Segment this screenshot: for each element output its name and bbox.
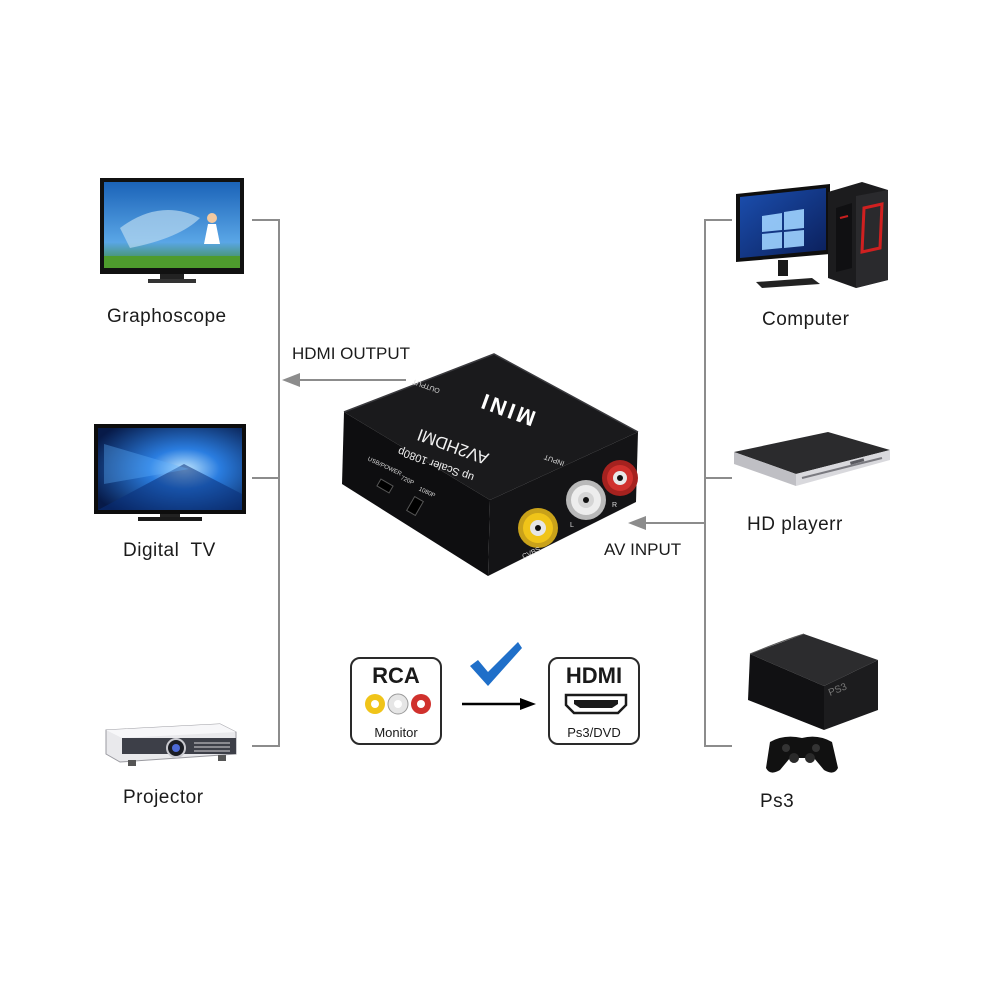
ps3-label: Ps3 [760,791,795,812]
input-bracket [704,219,706,746]
left-arrow-icon [282,370,408,390]
jack-r-label: R [612,502,618,509]
projector-label: Projector [123,787,204,808]
graphoscope-label: Graphoscope [107,306,227,327]
input-connector-bottom [704,745,732,747]
left-arrow-icon [628,513,706,533]
av-input-label: AV INPUT [604,540,682,559]
input-connector-top [704,219,732,221]
hdmi-port-icon [564,693,628,715]
converter-box: MINI AV2HDMI up Scaler 1080p OUTPUT INPU… [338,352,644,580]
ps3-console-icon: PS3 [744,630,884,780]
jack-l-label: L [570,522,574,529]
computer-label: Computer [762,309,850,330]
hd-player-icon [732,430,892,490]
graphoscope-tv-icon [100,178,244,284]
hdmi-output-label: HDMI OUTPUT [292,344,411,363]
output-connector-bottom [252,745,280,747]
rca-sub: Monitor [374,725,418,740]
computer-icon [732,178,892,290]
output-connector-top [252,219,280,221]
rca-title: RCA [372,663,420,688]
digital-tv-label: Digital TV [123,540,216,561]
right-arrow-icon [462,696,536,712]
hdmi-sub: Ps3/DVD [567,725,621,740]
input-connector-mid [704,477,732,479]
digital-tv-icon [94,424,246,522]
hd-player-label: HD playerr [747,514,843,535]
checkmark-icon [468,640,524,690]
rca-jacks-icon [364,693,432,715]
projector-icon [100,720,240,770]
hdmi-badge: HDMI Ps3/DVD [548,657,640,745]
hdmi-title: HDMI [565,663,623,688]
output-bracket [278,219,280,746]
output-connector-mid [252,477,280,479]
rca-badge: RCA Monitor [350,657,442,745]
